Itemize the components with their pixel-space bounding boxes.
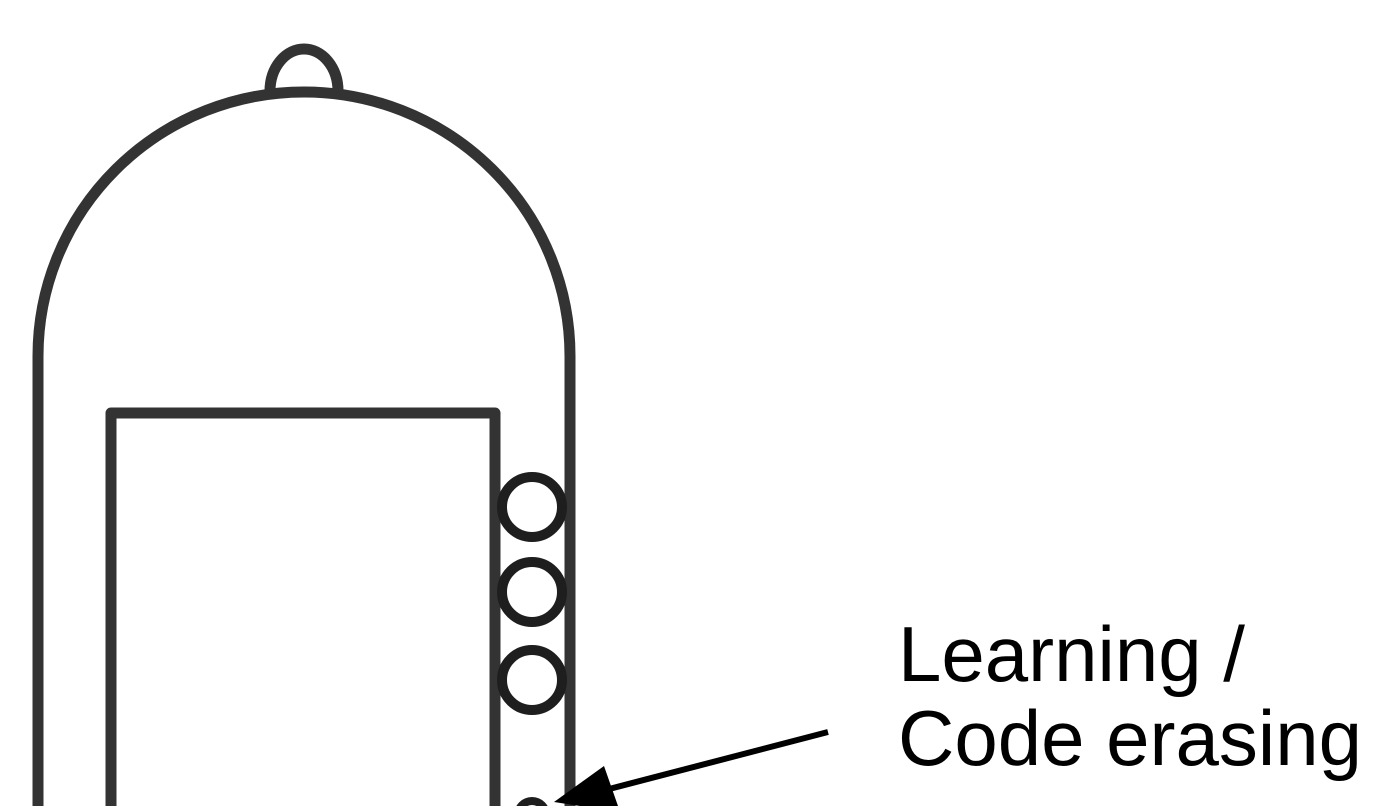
side-button-3[interactable]	[497, 645, 567, 715]
callout-arrow-line	[589, 729, 829, 797]
callout-label-line-2: Code erasing	[898, 694, 1362, 782]
side-button-2[interactable]	[497, 557, 567, 627]
learning-erase-button[interactable]	[516, 797, 548, 806]
callout-label: Learning / Code erasing	[898, 612, 1362, 780]
callout-label-line-1: Learning /	[898, 610, 1245, 698]
remote-body-outline	[32, 86, 576, 806]
hanging-loop	[264, 43, 344, 92]
display-window	[105, 407, 501, 806]
callout-arrow-head	[554, 766, 618, 806]
side-button-1[interactable]	[497, 472, 567, 542]
